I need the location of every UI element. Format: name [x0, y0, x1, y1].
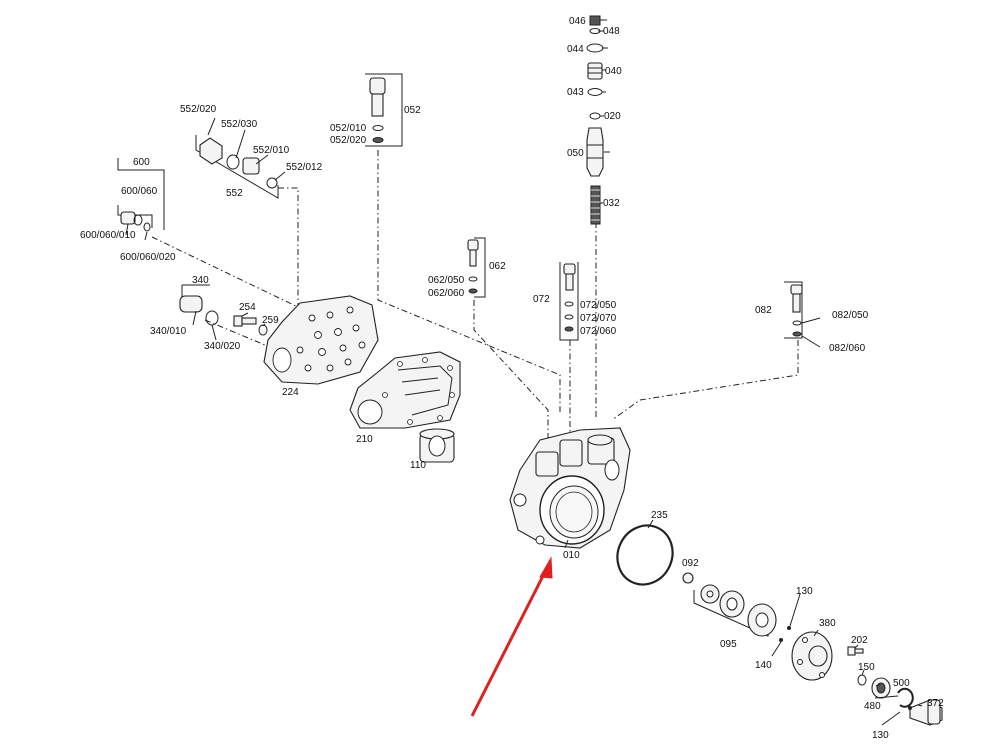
label-052-020: 052/020 — [330, 135, 367, 146]
nut-040 — [587, 62, 603, 80]
housing-010 — [509, 427, 631, 549]
valve-062-group — [467, 237, 486, 298]
bolt-254 — [233, 315, 257, 327]
label-052-010: 052/010 — [330, 123, 367, 134]
label-110: 110 — [410, 460, 426, 471]
spring-032 — [590, 185, 601, 225]
shaft-372 — [909, 699, 943, 726]
ring-044 — [586, 43, 604, 53]
label-082: 082 — [755, 305, 772, 316]
cover-plate-224 — [263, 295, 379, 385]
callout-ticks — [125, 19, 923, 726]
ring-020 — [589, 112, 601, 120]
label-082-050: 082/050 — [832, 310, 869, 321]
label-044: 044 — [567, 44, 584, 55]
valve-050 — [586, 127, 604, 177]
label-150: 150 — [858, 662, 875, 673]
plug-340-group — [179, 284, 219, 326]
label-552: 552 — [226, 188, 243, 199]
label-072-070: 072/070 — [580, 313, 617, 324]
bolt-202 — [847, 646, 864, 656]
label-048: 048 — [603, 26, 620, 37]
label-040: 040 — [605, 66, 622, 77]
highlight-arrow — [470, 556, 553, 717]
label-340-020: 340/020 — [204, 341, 241, 352]
pin-140 — [779, 638, 783, 642]
part-labels: 046 048 044 040 043 020 050 032 052 052/… — [80, 16, 944, 741]
label-210: 210 — [356, 434, 373, 445]
label-600-060: 600/060 — [121, 186, 158, 197]
label-043: 043 — [567, 87, 584, 98]
circlip-480 — [897, 687, 914, 708]
label-552-012: 552/012 — [286, 162, 323, 173]
label-140: 140 — [755, 660, 772, 671]
gasket-210 — [349, 351, 461, 429]
label-552-030: 552/030 — [221, 119, 258, 130]
gear-set-095 — [700, 584, 777, 637]
label-062: 062 — [489, 261, 506, 272]
label-020: 020 — [604, 111, 621, 122]
valve-072-group — [559, 262, 579, 341]
label-050: 050 — [567, 148, 584, 159]
label-552-010: 552/010 — [253, 145, 290, 156]
pin-130 — [787, 626, 791, 630]
label-052: 052 — [404, 105, 421, 116]
label-130-upper: 130 — [796, 586, 813, 597]
fitting-552-group — [195, 135, 279, 199]
label-032: 032 — [603, 198, 620, 209]
washer-259 — [258, 324, 268, 336]
label-254: 254 — [239, 302, 256, 313]
label-062-050: 062/050 — [428, 275, 465, 286]
label-480: 480 — [864, 701, 881, 712]
label-340-010: 340/010 — [150, 326, 187, 337]
label-235: 235 — [651, 510, 668, 521]
pin-130b — [908, 706, 912, 710]
label-072-060: 072/060 — [580, 326, 617, 337]
label-092: 092 — [682, 558, 699, 569]
label-259: 259 — [262, 315, 279, 326]
label-010: 010 — [563, 550, 580, 561]
label-072-050: 072/050 — [580, 300, 617, 311]
label-224: 224 — [282, 387, 299, 398]
end-cover-380 — [791, 631, 833, 681]
cap-046 — [589, 15, 601, 26]
label-095: 095 — [720, 639, 737, 650]
label-082-060: 082/060 — [829, 343, 866, 354]
label-072: 072 — [533, 294, 550, 305]
label-046: 046 — [569, 16, 586, 27]
filter-110 — [419, 428, 455, 463]
label-340: 340 — [192, 275, 209, 286]
label-380: 380 — [819, 618, 836, 629]
ring-150 — [857, 674, 867, 686]
label-500: 500 — [893, 678, 910, 689]
o-ring-235 — [616, 524, 674, 586]
label-372: 372 — [927, 698, 944, 709]
label-600: 600 — [133, 157, 150, 168]
bearing-092 — [682, 572, 694, 584]
label-130-lower: 130 — [872, 730, 889, 741]
ring-043 — [587, 88, 603, 96]
fitting-600-group — [117, 158, 165, 232]
label-552-020: 552/020 — [180, 104, 217, 115]
leader-lines — [151, 150, 799, 445]
label-062-060: 062/060 — [428, 288, 465, 299]
label-600-060-020: 600/060/020 — [120, 252, 176, 263]
screw-052-group — [365, 73, 403, 147]
cartridge-assembly — [586, 15, 604, 225]
label-600-060-010: 600/060/010 — [80, 230, 136, 241]
valve-082-group — [784, 281, 803, 339]
label-202: 202 — [851, 635, 868, 646]
